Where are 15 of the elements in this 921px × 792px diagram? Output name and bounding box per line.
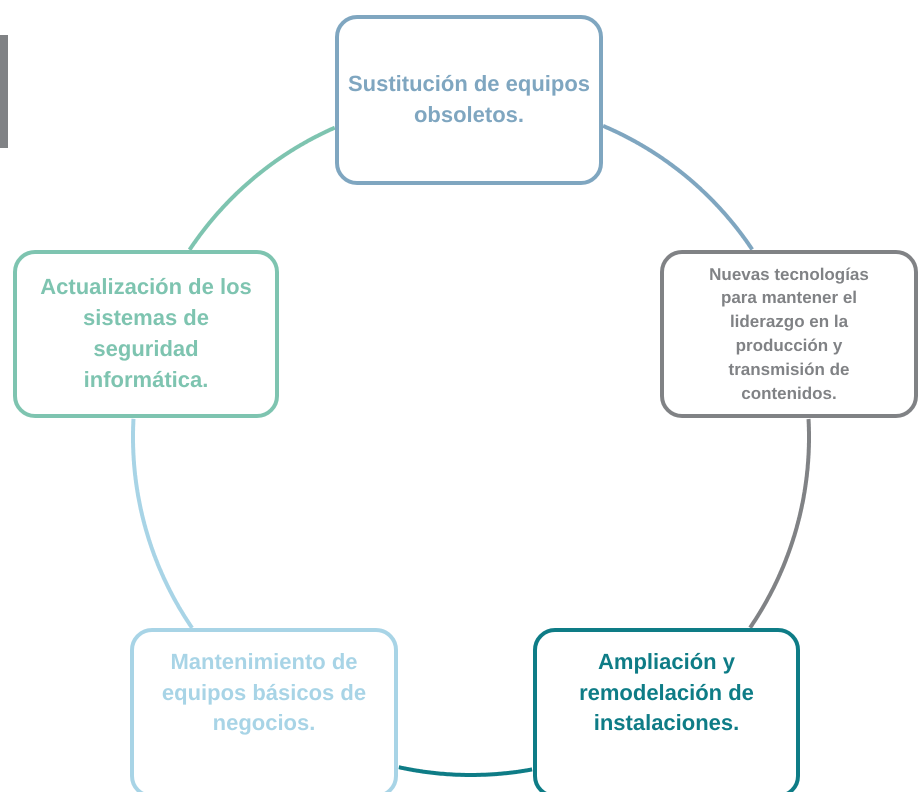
rounded-box xyxy=(533,628,800,792)
box-label: Sustitución de equipos obsoletos. xyxy=(346,70,591,129)
rounded-box xyxy=(130,628,398,792)
connector-arc xyxy=(131,418,194,630)
connector-arc xyxy=(398,765,533,777)
box-label: Mantenimiento de equipos básicos de negocios. xyxy=(160,648,368,738)
connector-arc xyxy=(602,124,754,251)
connector-arc xyxy=(748,418,811,629)
rounded-box xyxy=(335,15,603,185)
rounded-box xyxy=(13,250,279,418)
box-label: Nuevas tecnologías para mantener el liderazgo en la producción y transmisión de contenidos. xyxy=(708,264,870,405)
rounded-box xyxy=(660,250,918,418)
box-label: Actualización de los sistemas de seguridad informática. xyxy=(39,273,253,394)
box-label: Ampliación y remodelación de instalaciones. xyxy=(578,648,755,738)
connector-arc xyxy=(188,126,336,251)
